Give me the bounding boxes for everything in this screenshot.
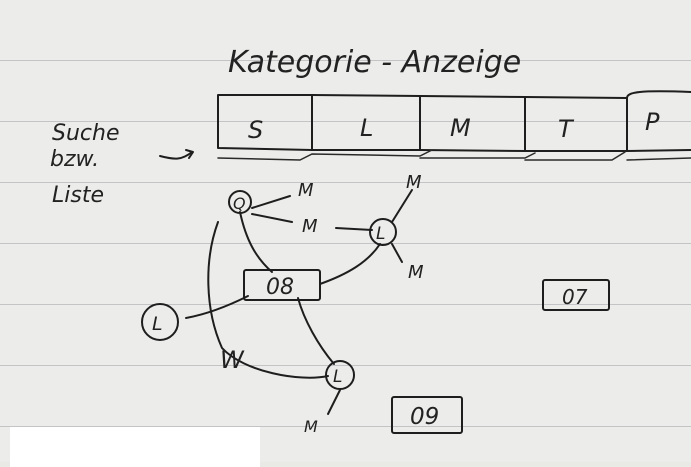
tab-s-label: S bbox=[248, 116, 263, 144]
box-09[interactable]: 09 bbox=[391, 396, 463, 434]
edge-label-m2: M bbox=[302, 216, 318, 237]
edge-08-l bbox=[319, 243, 381, 285]
box-08-label: 08 bbox=[266, 275, 294, 300]
tab-p-label: P bbox=[645, 108, 660, 136]
edge-label-m4: M bbox=[408, 262, 424, 283]
tab-m-frame[interactable] bbox=[419, 95, 526, 152]
blank-corner bbox=[10, 427, 260, 467]
edge-label-m3: M bbox=[406, 172, 422, 193]
node-l-left-label: L bbox=[152, 313, 163, 335]
edge-q-08 bbox=[239, 211, 273, 273]
tab-t-label: T bbox=[558, 115, 575, 143]
pointer-arrowhead bbox=[185, 149, 194, 159]
edge-l-08 bbox=[185, 295, 249, 319]
box-09-label: 09 bbox=[410, 404, 439, 430]
node-q-label: Q bbox=[233, 194, 246, 213]
tab-s-frame[interactable] bbox=[217, 94, 313, 151]
node-l-bottom[interactable]: L bbox=[325, 360, 355, 390]
side-note-line-3: Liste bbox=[52, 183, 104, 208]
edge-l-m5 bbox=[327, 389, 341, 415]
edge-08-l-bottom bbox=[297, 297, 335, 365]
box-08[interactable]: 08 bbox=[243, 269, 321, 301]
pointer-arrow bbox=[159, 151, 193, 160]
box-07-label: 07 bbox=[562, 285, 588, 309]
node-l-left[interactable]: L bbox=[141, 303, 179, 341]
tab-p-frame[interactable] bbox=[626, 90, 691, 152]
node-q[interactable]: Q bbox=[228, 190, 252, 214]
edge-q-l-bottom bbox=[207, 221, 329, 379]
edge-label-w: W bbox=[220, 346, 245, 374]
edge-q-m1 bbox=[251, 195, 291, 209]
side-note-line-1: Suche bbox=[52, 121, 119, 146]
graph-edges bbox=[185, 189, 413, 415]
node-l-bottom-label: L bbox=[333, 367, 342, 387]
edge-l-m4 bbox=[391, 243, 403, 263]
edge-label-m5: M bbox=[304, 417, 318, 436]
tab-bar: S L M T P bbox=[217, 90, 691, 161]
node-l-right[interactable]: L bbox=[369, 218, 397, 246]
edge-q-m2 bbox=[251, 213, 293, 223]
edge-label-m1: M bbox=[298, 180, 314, 201]
tab-l-frame[interactable] bbox=[311, 94, 421, 151]
edge-l-m3 bbox=[391, 189, 413, 223]
node-l-right-label: L bbox=[376, 224, 385, 244]
tab-m-label: M bbox=[450, 114, 471, 142]
tab-l-label: L bbox=[360, 114, 373, 142]
side-note-line-2: bzw. bbox=[50, 147, 99, 172]
edge-m2-l bbox=[335, 227, 373, 231]
sketch-title: Kategorie - Anzeige bbox=[228, 45, 521, 80]
tab-underline bbox=[217, 149, 691, 161]
box-07[interactable]: 07 bbox=[542, 279, 610, 311]
tab-t-frame[interactable] bbox=[524, 96, 628, 152]
